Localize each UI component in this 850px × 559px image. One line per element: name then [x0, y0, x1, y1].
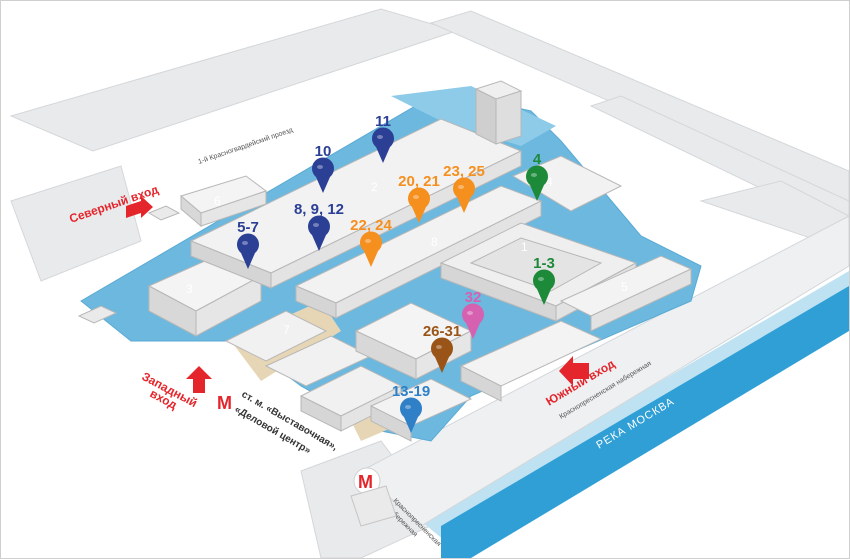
pin-label[interactable]: 1-3	[533, 255, 555, 272]
metro-south-logo: M	[358, 472, 373, 492]
pin-hall-1-3[interactable]: 1-3	[533, 255, 555, 305]
pin-hall-20-21[interactable]: 20, 21	[398, 173, 440, 223]
pin-highlight	[242, 241, 248, 245]
pin-label[interactable]: 22, 24	[350, 217, 392, 234]
hall-8-side	[295, 285, 337, 319]
street-top-label: 1-й Красногвардейский проезд	[197, 126, 294, 166]
hall-number-2: 2	[371, 180, 378, 194]
block-13-front	[370, 405, 412, 442]
pin-hall-23-25[interactable]: 23, 25	[443, 163, 485, 213]
hall-numbers: 6 3 2 8 1 5 4 7	[186, 175, 628, 337]
map-pin-icon[interactable]	[431, 337, 454, 373]
pin-highlight	[436, 345, 442, 349]
pin-hall-32[interactable]: 32	[462, 289, 484, 339]
tower-side	[475, 88, 497, 145]
pin-highlight	[531, 173, 537, 177]
pin-label[interactable]: 32	[465, 289, 482, 306]
pin-label[interactable]: 8, 9, 12	[294, 201, 344, 218]
road-left	[10, 165, 142, 282]
hall-number-3: 3	[186, 282, 193, 296]
hall-2-side	[190, 240, 272, 289]
pin-highlight	[317, 165, 323, 169]
pin-label[interactable]: 10	[315, 143, 332, 160]
map-pin-icon[interactable]	[359, 231, 382, 267]
metro-south-building	[350, 485, 397, 527]
pin-hall-13-19[interactable]: 13-19	[392, 383, 430, 433]
pin-highlight	[413, 195, 419, 199]
pin-highlight	[405, 405, 411, 409]
pin-highlight	[467, 311, 473, 315]
map-pin-icon[interactable]	[308, 215, 331, 251]
roads	[9, 8, 849, 558]
metro-west-logo: M	[217, 393, 232, 413]
pin-hall-10[interactable]: 10	[312, 143, 335, 193]
pin-highlight	[377, 135, 383, 139]
pin-hall-26-31[interactable]: 26-31	[423, 323, 461, 373]
map-pin-icon[interactable]	[526, 165, 548, 201]
small-block-north	[147, 205, 181, 221]
map-pin-icon[interactable]	[237, 233, 259, 269]
pin-hall-11[interactable]: 11	[372, 113, 394, 163]
pin-hall-22-24[interactable]: 22, 24	[350, 217, 393, 267]
map-pin-icon[interactable]	[462, 303, 484, 339]
hall-number-7: 7	[283, 323, 290, 337]
map-pin-icon[interactable]	[453, 177, 476, 213]
pin-highlight	[313, 223, 319, 227]
road-right-mid	[699, 180, 849, 252]
pin-highlight	[538, 277, 544, 281]
pin-label[interactable]: 20, 21	[398, 173, 440, 190]
map-pin-icon[interactable]	[533, 269, 555, 305]
pin-highlight	[365, 239, 371, 243]
tower-front	[495, 90, 522, 145]
pin-highlight	[458, 185, 464, 189]
hall-3-front	[195, 275, 262, 337]
hall-number-8: 8	[431, 235, 438, 249]
forum-hall-inner	[469, 237, 603, 292]
river: РЕКА МОСКВА	[421, 271, 849, 558]
map-pin-icon[interactable]	[372, 127, 394, 163]
map-pin-icon[interactable]	[400, 397, 422, 433]
pin-hall-5-7[interactable]: 5-7	[237, 219, 259, 269]
hall-number-4: 4	[546, 175, 553, 189]
hall-5-front	[590, 268, 692, 332]
hall-number-5: 5	[621, 280, 628, 294]
pin-label[interactable]: 26-31	[423, 323, 461, 340]
pin-hall-4[interactable]: 4	[526, 151, 548, 201]
pin-label[interactable]: 13-19	[392, 383, 430, 400]
small-block-left	[77, 305, 118, 324]
buildings	[77, 80, 693, 442]
arrow-south	[559, 356, 589, 386]
south-block-front	[460, 365, 502, 402]
pin-label[interactable]: 23, 25	[443, 163, 485, 180]
pin-hall-8-9-12[interactable]: 8, 9, 12	[294, 201, 344, 251]
map-pin-icon[interactable]	[312, 157, 335, 193]
hall-number-6: 6	[214, 194, 221, 208]
metro-south: M	[350, 467, 397, 527]
river-water	[441, 286, 849, 558]
map-pin-icon[interactable]	[407, 187, 430, 223]
pin-label[interactable]: 4	[533, 151, 542, 168]
hall-number-1: 1	[521, 240, 528, 254]
entrance-west: Западный вход	[140, 366, 212, 412]
pin-label[interactable]: 11	[375, 113, 391, 130]
arrow-north	[126, 196, 153, 218]
pin-label[interactable]: 5-7	[237, 219, 259, 236]
arrow-west	[186, 366, 212, 393]
hall-7a-top	[224, 310, 328, 362]
